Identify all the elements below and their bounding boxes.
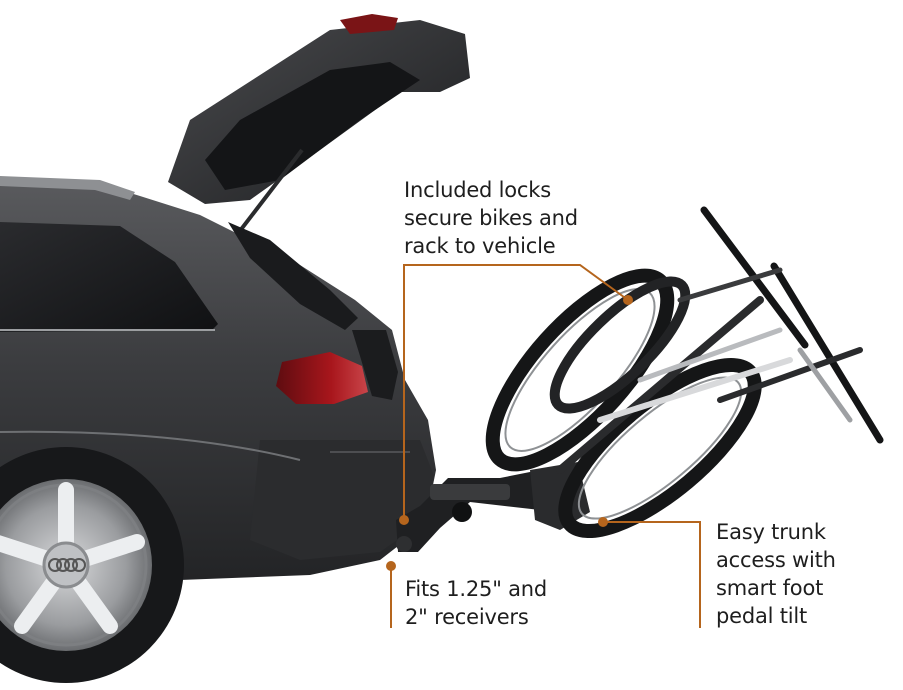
callout-receivers-text: Fits 1.25" and 2" receivers (405, 575, 547, 631)
callout-trunk-line-2: access with (716, 548, 836, 572)
callout-dots (386, 295, 633, 571)
callout-receivers-line-1: Fits 1.25" and (405, 577, 548, 601)
rear-wheel (0, 447, 184, 683)
callout-trunk-line-3: smart foot (716, 576, 824, 600)
callout-locks-line-3: rack to vehicle (404, 234, 556, 258)
callout-locks-line-2: secure bikes and (404, 206, 578, 230)
callout-locks-text: Included locks secure bikes and rack to … (404, 176, 578, 260)
bikes-on-rack (485, 206, 884, 539)
callout-lines (390, 264, 701, 628)
open-tailgate (168, 14, 470, 238)
callout-trunk-line-4: pedal tilt (716, 604, 808, 628)
callout-trunk-text: Easy trunk access with smart foot pedal … (716, 518, 836, 630)
callout-locks-line-1: Included locks (404, 178, 551, 202)
callout-trunk-line-1: Easy trunk (716, 520, 826, 544)
callout-receivers-line-2: 2" receivers (405, 605, 529, 629)
